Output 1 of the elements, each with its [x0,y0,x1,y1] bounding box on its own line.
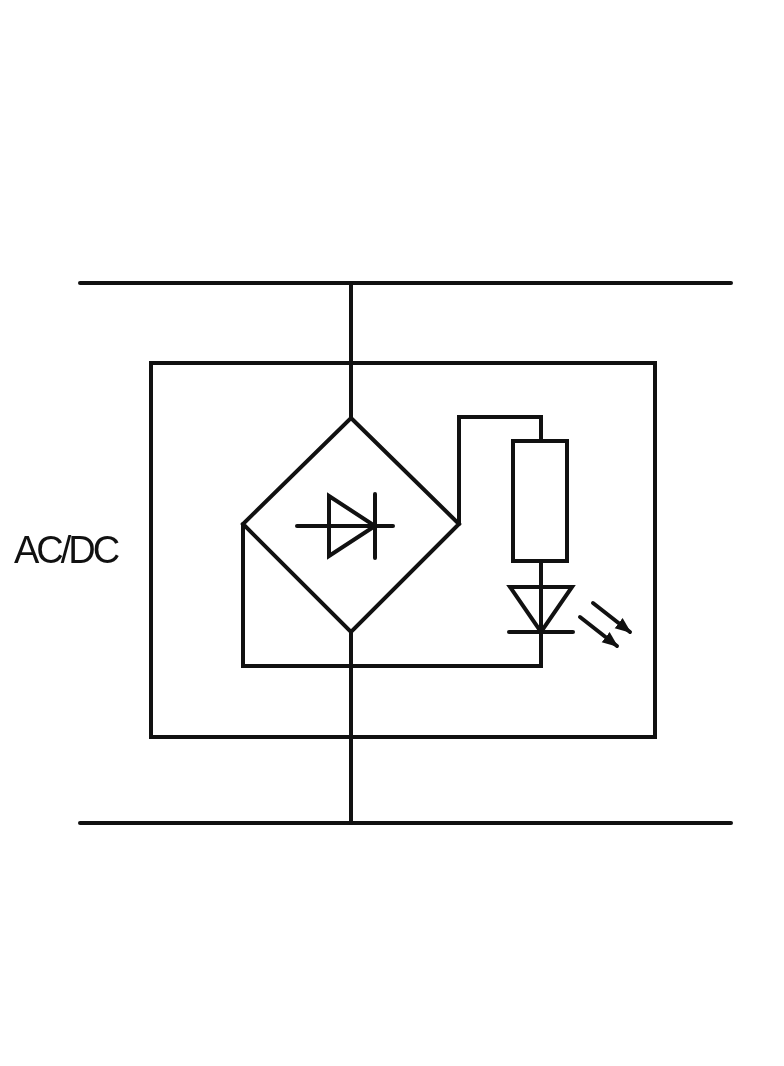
voltage-label: AC/DC [14,528,118,572]
